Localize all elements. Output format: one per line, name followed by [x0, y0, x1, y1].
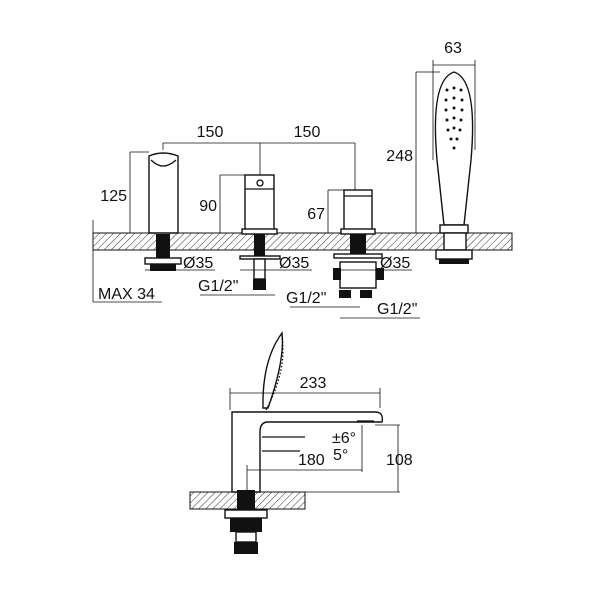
- dim-90: 90: [199, 198, 217, 215]
- dim-150-a: 150: [197, 124, 224, 141]
- diverter-valve: [333, 189, 384, 298]
- dim-d35-3: Ø35: [380, 255, 410, 272]
- dim-248: 248: [386, 148, 413, 165]
- dim-g12-2: G1/2": [286, 290, 326, 307]
- handshower: [434, 71, 474, 264]
- mixer-valve: [239, 174, 281, 290]
- spout: [144, 152, 182, 271]
- dim-5deg: 5°: [333, 447, 348, 464]
- dim-180: 180: [298, 452, 325, 469]
- dimension-labels: 63 150 150 248 125 90 67 Ø35 Ø35 Ø35 G1/…: [98, 40, 462, 469]
- dim-125: 125: [100, 188, 127, 205]
- dim-150-b: 150: [294, 124, 321, 141]
- dim-tilt: ±6°: [332, 430, 356, 447]
- dim-g12-1: G1/2": [198, 278, 238, 295]
- dimension-lines: [92, 60, 476, 319]
- dim-63: 63: [444, 40, 462, 57]
- dim-g12-3: G1/2": [377, 301, 417, 318]
- dim-108: 108: [386, 452, 413, 469]
- dim-d35-2: Ø35: [279, 255, 309, 272]
- dim-233: 233: [300, 375, 327, 392]
- dim-max34: MAX 34: [98, 286, 155, 303]
- side-view: [189, 331, 400, 554]
- dim-d35-1: Ø35: [183, 255, 213, 272]
- dim-67: 67: [307, 206, 325, 223]
